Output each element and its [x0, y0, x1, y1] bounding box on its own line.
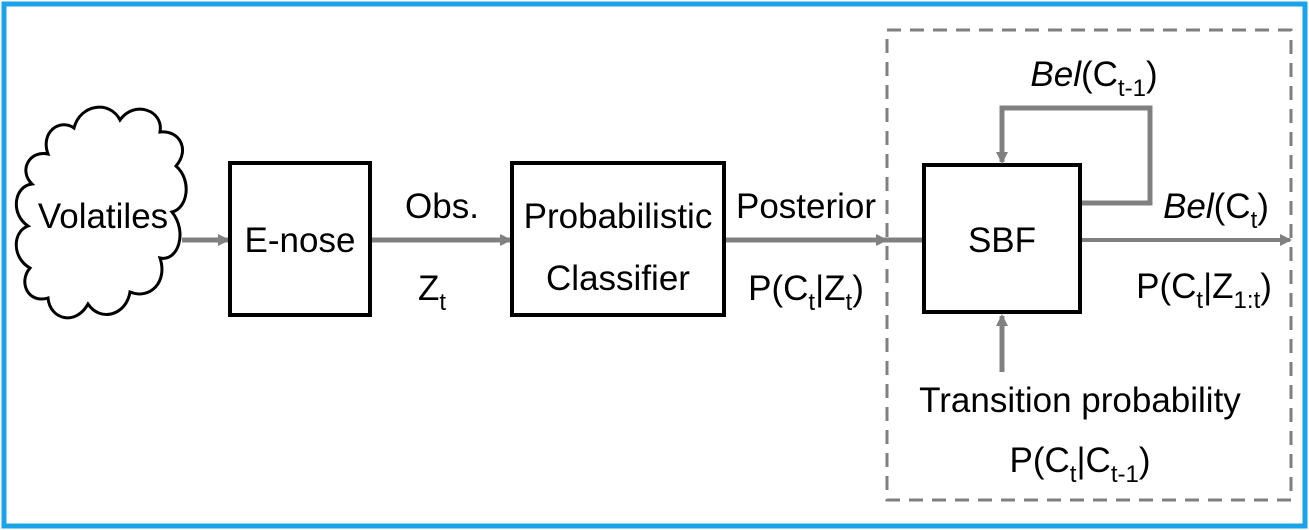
enose-label: E-nose: [245, 221, 356, 260]
transition-label: Transition probability: [919, 381, 1241, 420]
belief-prev-sub: t-1: [1118, 75, 1146, 102]
obs-var: Zt: [418, 269, 446, 316]
sbf-box: [922, 163, 1082, 314]
belief-out-expr-sub1: t: [1196, 287, 1203, 314]
obs-label: Obs.: [405, 187, 479, 226]
belief-prev-label: Bel(Ct-1): [1030, 55, 1157, 102]
posterior-expr: P(Ct|Zt): [748, 269, 864, 316]
volatiles-label: Volatiles: [38, 197, 168, 236]
belief-out-expr-sub2: 1:t: [1234, 287, 1261, 314]
belief-out-label: Bel(Ct): [1163, 187, 1269, 234]
obs-var-sub: t: [439, 289, 446, 316]
transition-expr: P(Ct|Ct-1): [1010, 441, 1151, 488]
transition-sub1: t: [1070, 461, 1077, 488]
belief-out-expr: P(Ct|Z1:t): [1136, 267, 1272, 314]
enose-box: [228, 161, 372, 317]
posterior-label: Posterior: [736, 187, 876, 226]
classifier-label-line2: Classifier: [546, 259, 690, 298]
classifier-box: [510, 161, 726, 317]
classifier-label-line1: Probabilistic: [524, 197, 713, 236]
posterior-sub2: t: [846, 289, 853, 316]
belief-out-sub: t: [1251, 207, 1258, 234]
transition-sub2: t-1: [1111, 461, 1139, 488]
volatiles-cloud: Volatiles: [14, 105, 188, 320]
posterior-sub1: t: [808, 289, 815, 316]
cloud-outline: [14, 105, 188, 320]
feedback-loop-arrow: [996, 105, 1153, 206]
sbf-label: SBF: [968, 221, 1036, 260]
